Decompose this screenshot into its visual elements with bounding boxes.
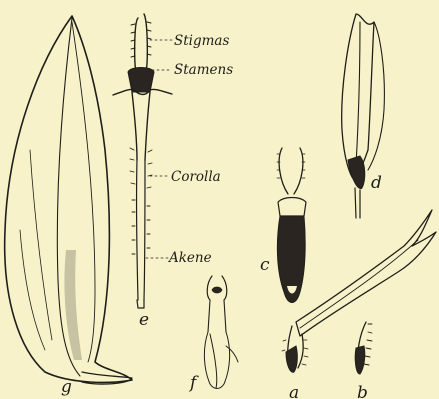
figure-letter-f: f — [188, 373, 199, 393]
akene-drawing-b — [355, 322, 372, 374]
label-stigmas: Stigmas — [174, 33, 229, 49]
floret-drawing-e — [113, 14, 172, 308]
figure-letter-d: d — [371, 173, 382, 193]
label-akene: Akene — [167, 250, 212, 266]
label-corolla: Corolla — [171, 169, 221, 185]
fruit-drawing-c — [277, 148, 306, 303]
figure-letter-g: g — [61, 377, 72, 397]
disk-floret-drawing-f — [204, 276, 238, 389]
figure-letter-e: e — [139, 310, 149, 330]
figure-letter-a: a — [289, 383, 299, 399]
figure-letter-b: b — [357, 383, 368, 399]
bract-drawing-g — [5, 16, 132, 384]
figure-letter-c: c — [260, 255, 270, 275]
label-stamens: Stamens — [174, 62, 233, 78]
